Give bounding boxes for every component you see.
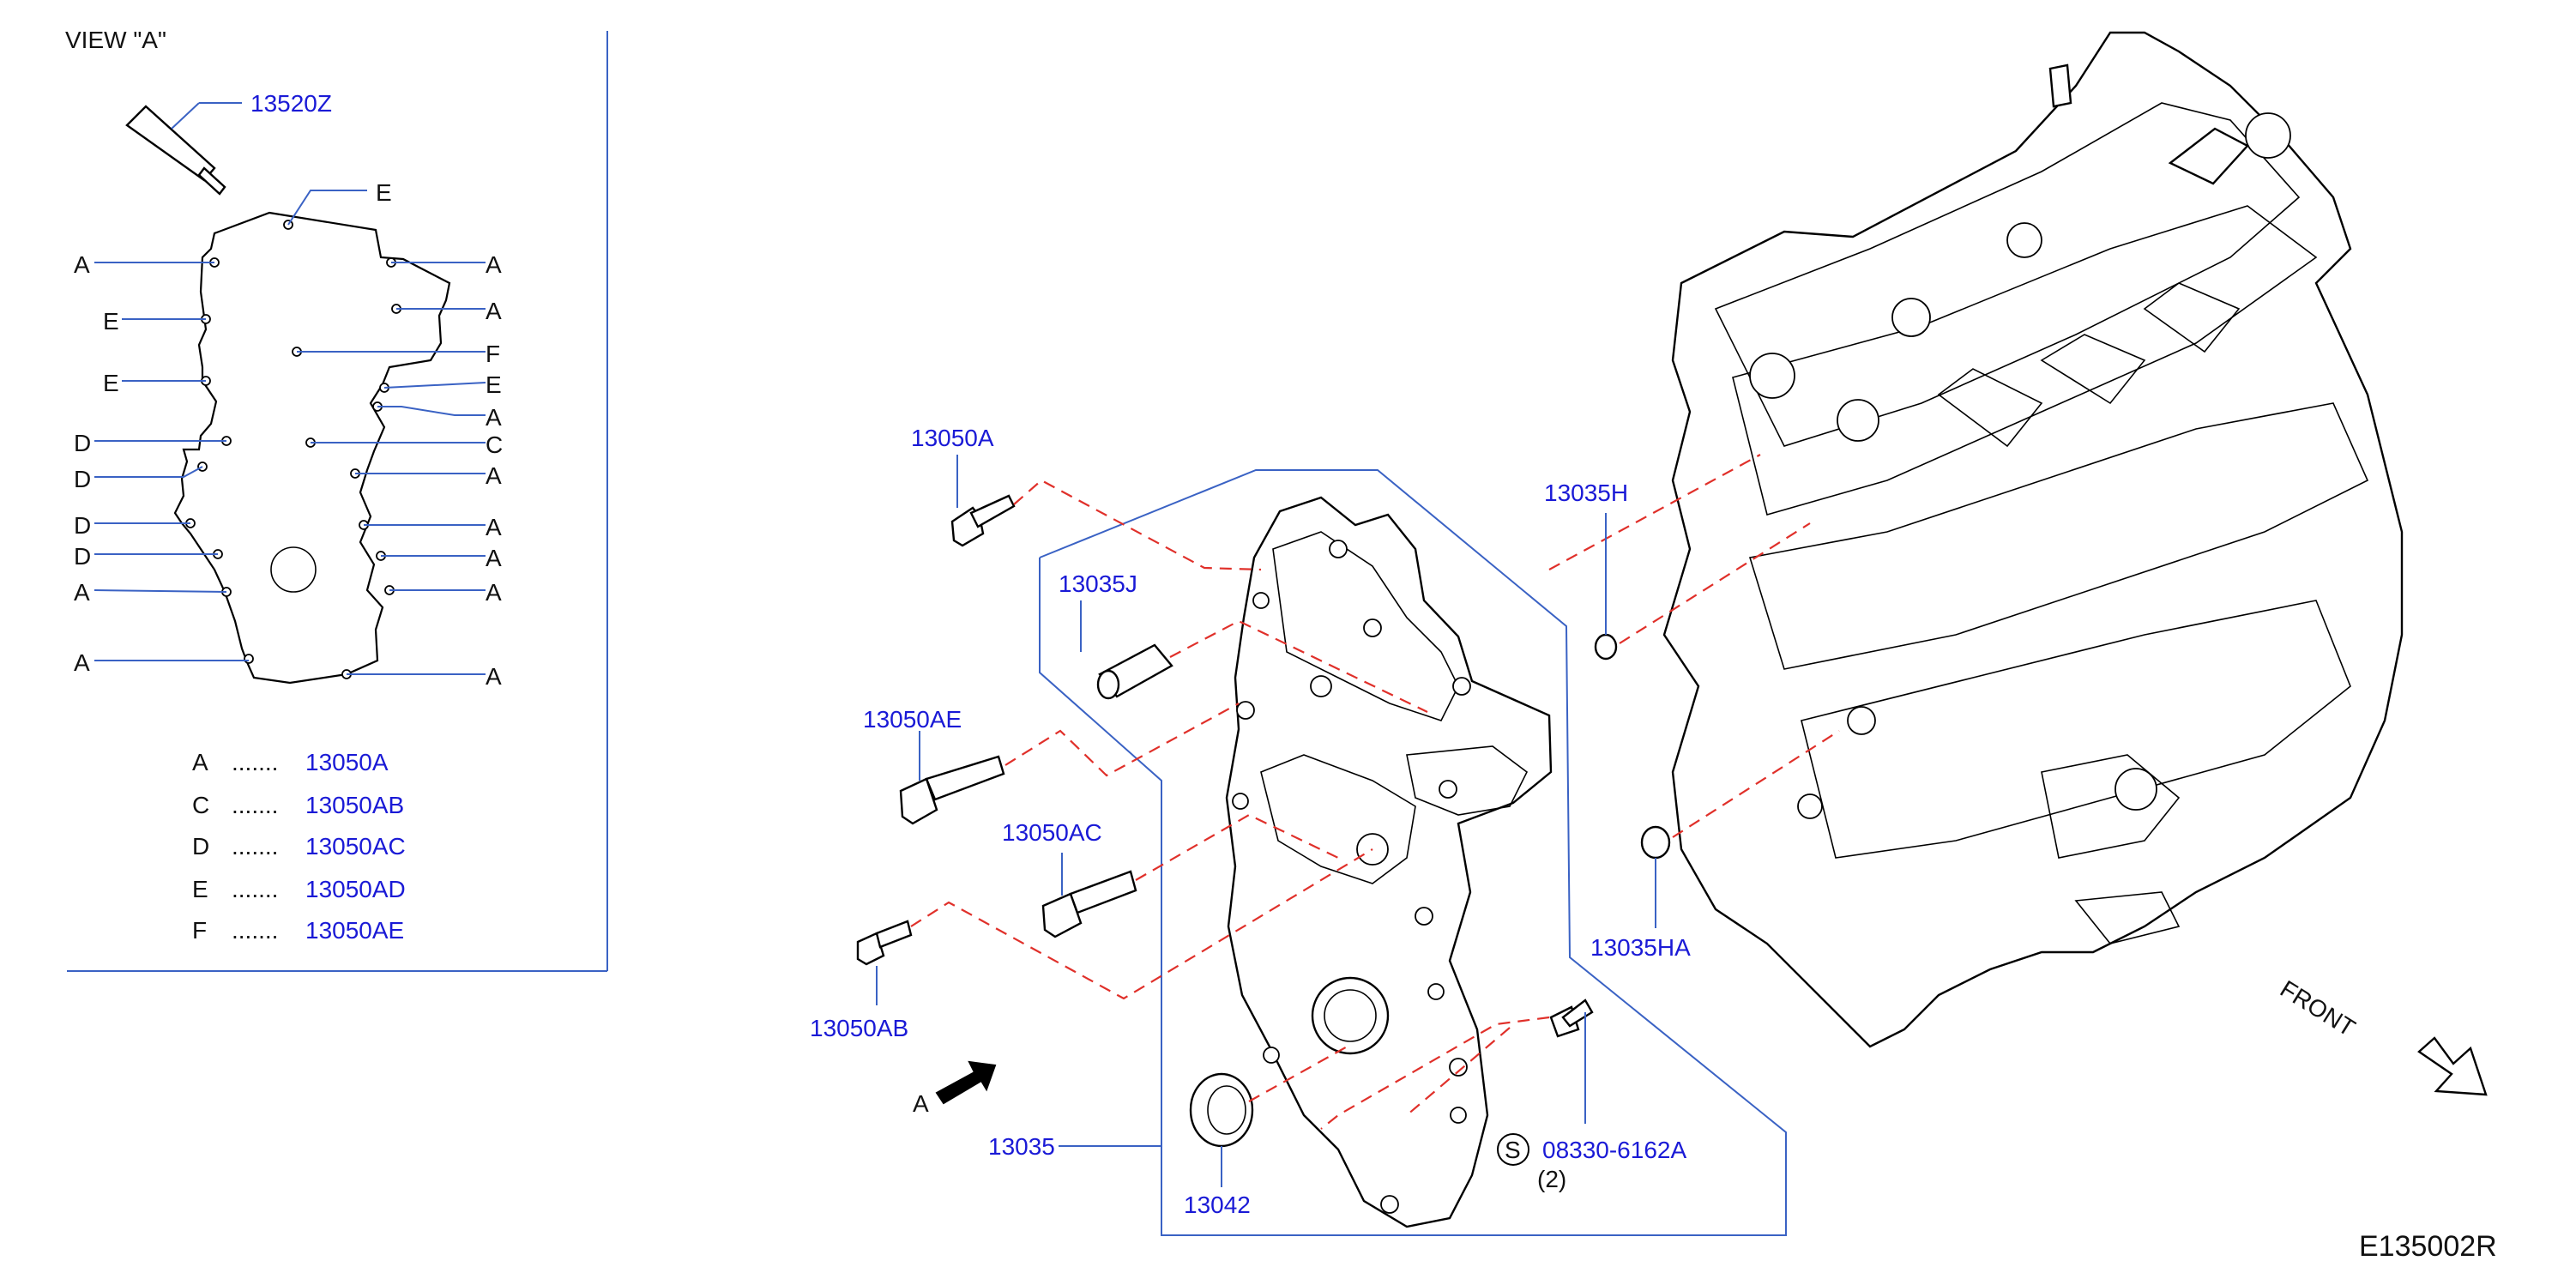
dowel-13035J-part [1096, 643, 1173, 700]
gasket-letter: A [74, 579, 90, 606]
gasket-letter: C [486, 431, 503, 458]
gasket-letter: D [74, 430, 91, 456]
legend-part: 13050AC [305, 833, 406, 860]
callout-13050AC: 13050AC [1002, 819, 1102, 846]
seal-13042-part [1189, 1072, 1254, 1148]
gasket-letter: E [103, 370, 119, 396]
legend-dots: ....... [232, 833, 278, 860]
gasket-letter: E [376, 179, 392, 206]
callout-13050A: 13050A [911, 425, 994, 451]
legend-letter: A [192, 749, 208, 775]
bolt-13050AB-part [856, 920, 913, 966]
gasket-letter: D [74, 543, 91, 570]
standard-marker-letter: S [1505, 1137, 1521, 1163]
standard-part-callout: S 08330-6162A (2) [1497, 1133, 1686, 1192]
callout-08330-6162A: 08330-6162A [1542, 1137, 1686, 1163]
callout-13035HA: 13035HA [1590, 934, 1691, 961]
callout-13050AE: 13050AE [863, 706, 962, 733]
gasket-letters-left: A E E D D D D A A [74, 251, 119, 676]
install-dashed-lines [910, 454, 1840, 1130]
gasket-letter: F [486, 341, 500, 367]
callout-13035H: 13035H [1544, 480, 1628, 506]
legend-dots: ....... [232, 876, 278, 902]
gasket-letter: A [486, 663, 502, 690]
gasket-letter: E [103, 308, 119, 335]
gasket-leaders-left [94, 262, 249, 661]
legend-part: 13050AD [305, 876, 406, 902]
standard-part-marker-icon [1497, 1133, 1529, 1166]
view-a-title: VIEW "A" [65, 27, 166, 53]
sealant-part-label: 13520Z [250, 90, 332, 117]
oring-13035HA [1640, 825, 1671, 860]
legend-letter: D [192, 833, 209, 860]
gasket-letter: A [486, 579, 502, 606]
view-a-arrow: A [913, 1060, 997, 1117]
legend-part: 13050A [305, 749, 389, 775]
gasket-letter: A [486, 251, 502, 278]
legend-letter: F [192, 917, 207, 944]
diagram-code: E135002R [2359, 1230, 2497, 1263]
front-indicator: FRONT [2276, 975, 2488, 1096]
gasket-letter: A [486, 514, 502, 540]
gasket-letter: A [74, 251, 90, 278]
engine-assembly [1662, 31, 2404, 1048]
gasket-letter: A [74, 649, 90, 676]
view-arrow-icon [935, 1060, 997, 1105]
front-arrow-icon [2417, 1036, 2488, 1096]
gasket-letter: A [486, 298, 502, 324]
oring-13035H [1594, 633, 1618, 661]
bolt-legend: A ....... 13050A C ....... 13050AB D ...… [192, 749, 406, 944]
crank-bore-circle [270, 546, 317, 593]
sealant-tube-icon [125, 105, 226, 196]
legend-part: 13050AB [305, 792, 404, 818]
bolt-13050AC-part [1041, 870, 1137, 938]
callout-quantity: (2) [1537, 1166, 1566, 1192]
bolt-13050AE-part [899, 755, 1005, 825]
gasket-leaders-right [287, 190, 486, 675]
callout-13042: 13042 [1184, 1192, 1251, 1218]
bolt-08330-part [1549, 998, 1594, 1038]
gasket-letter: E [486, 371, 502, 398]
front-label: FRONT [2276, 975, 2360, 1041]
cover-group-boundary [1039, 469, 1787, 1236]
bolt-13050A-part [950, 494, 1016, 547]
view-a-panel: VIEW "A" 13520Z [65, 27, 608, 972]
legend-dots: ....... [232, 749, 278, 775]
gasket-letters-right: E A A F E A C A A A A A [376, 179, 503, 690]
legend-dots: ....... [232, 792, 278, 818]
callout-13035J: 13035J [1059, 570, 1137, 597]
legend-part: 13050AE [305, 917, 404, 944]
front-cover-13035 [1225, 496, 1553, 1228]
callout-leaders [876, 455, 1656, 1187]
callout-13050AB: 13050AB [810, 1015, 908, 1041]
legend-letter: C [192, 792, 209, 818]
gasket-letter: A [486, 545, 502, 571]
gasket-letter: D [74, 466, 91, 492]
gasket-bead-outline [173, 211, 451, 685]
gasket-letter: A [486, 404, 502, 431]
view-arrow-letter: A [913, 1090, 929, 1117]
legend-letter: E [192, 876, 208, 902]
gasket-letter: A [486, 462, 502, 489]
callout-13035: 13035 [988, 1133, 1055, 1160]
gasket-bolt-holes [185, 220, 401, 679]
gasket-letter: D [74, 512, 91, 539]
legend-dots: ....... [232, 917, 278, 944]
